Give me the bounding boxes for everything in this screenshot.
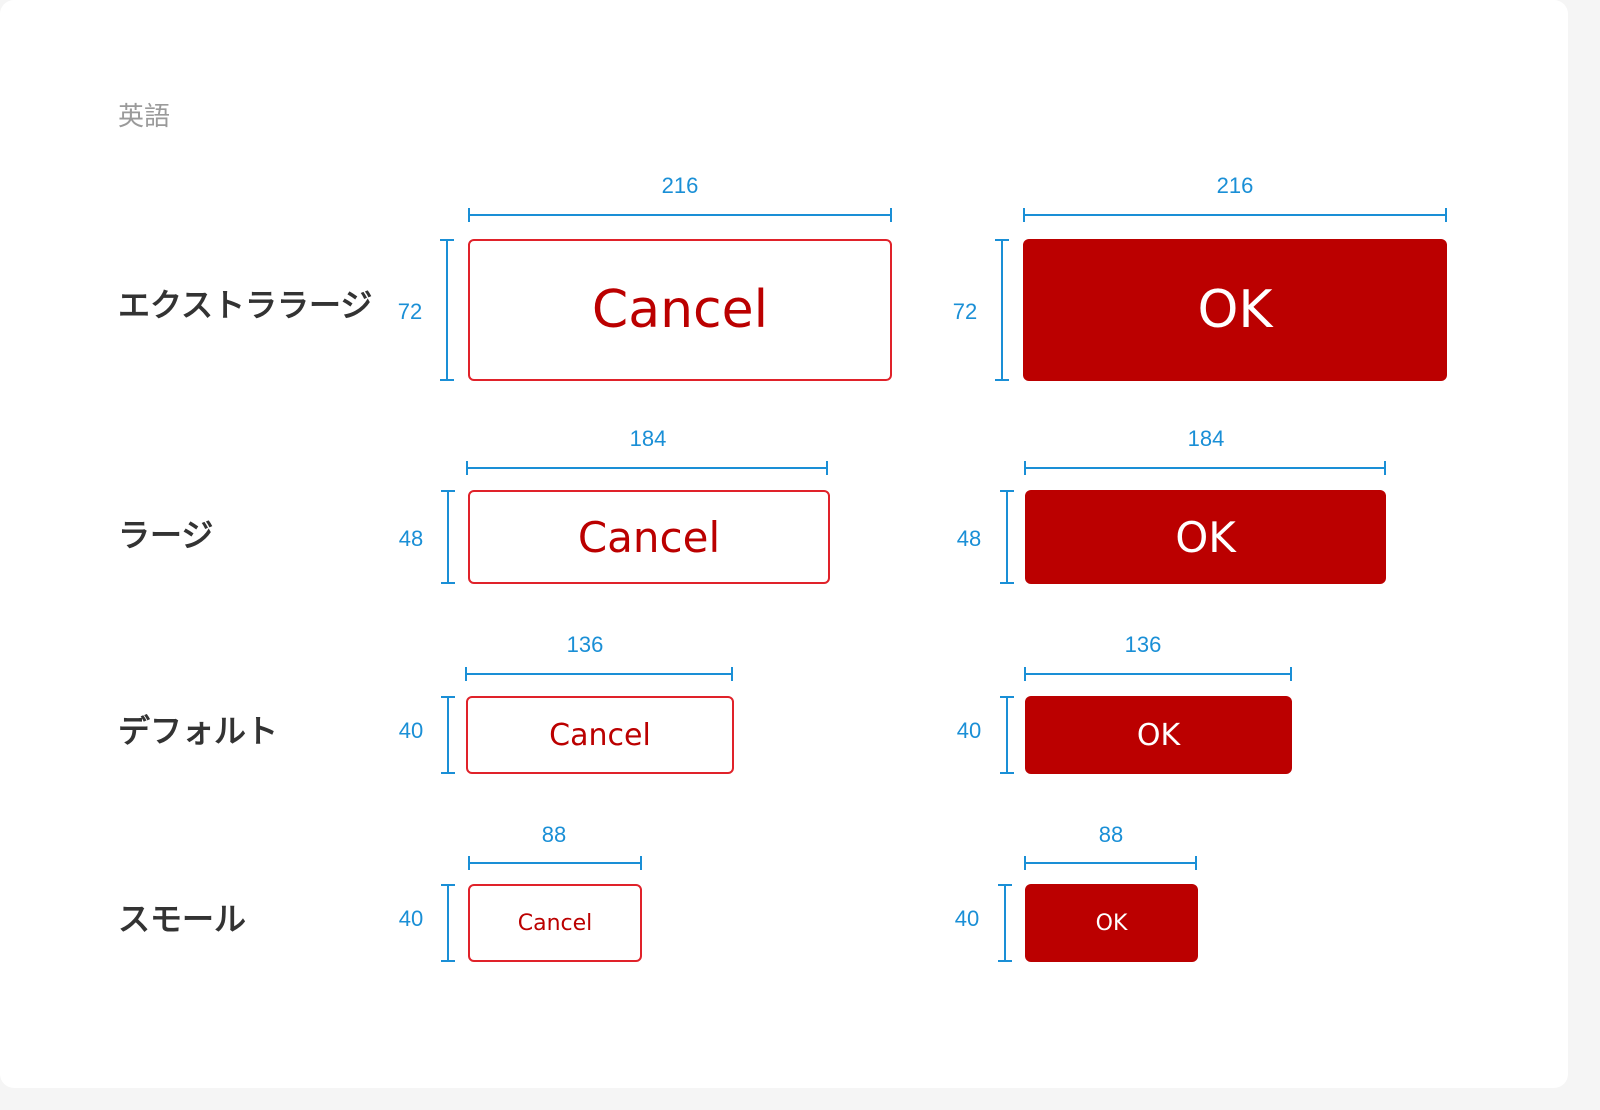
cancel-height-measure-line [441, 884, 455, 962]
row-label-small: スモール [118, 900, 247, 938]
language-label: 英語 [118, 102, 171, 132]
cancel-width-measure-line [465, 667, 733, 681]
row-label-default: デフォルト [118, 712, 279, 750]
ok-width-annotation: 88 [1098, 822, 1124, 847]
ok-height-annotation: 40 [954, 906, 980, 931]
ok-width-annotation: 216 [1216, 173, 1254, 198]
ok-width-measure-line [1024, 856, 1197, 870]
cancel-width-annotation: 88 [541, 822, 567, 847]
cancel-width-annotation: 136 [566, 632, 604, 657]
ok-height-measure-line [1000, 490, 1014, 584]
cancel-button-default[interactable]: Cancel [466, 696, 734, 774]
ok-width-measure-line [1024, 461, 1386, 475]
cancel-height-annotation: 40 [398, 906, 424, 931]
cancel-width-measure-line [468, 856, 642, 870]
cancel-button-label: Cancel [577, 512, 721, 562]
ok-height-annotation: 72 [952, 299, 978, 324]
row-label-large: ラージ [118, 516, 214, 554]
ok-button-label: OK [1197, 280, 1273, 340]
ok-button-label: OK [1095, 910, 1128, 936]
cancel-height-measure-line [440, 239, 454, 381]
ok-height-annotation: 48 [956, 526, 982, 551]
ok-width-annotation: 184 [1187, 426, 1225, 451]
cancel-width-annotation: 216 [661, 173, 699, 198]
cancel-button-large[interactable]: Cancel [468, 490, 830, 584]
cancel-button-small[interactable]: Cancel [468, 884, 642, 962]
ok-button-label: OK [1136, 717, 1181, 753]
cancel-button-label: Cancel [517, 910, 593, 936]
cancel-button-extra-large[interactable]: Cancel [468, 239, 892, 381]
ok-height-measure-line [995, 239, 1009, 381]
cancel-height-annotation: 72 [397, 299, 423, 324]
cancel-width-annotation: 184 [629, 426, 667, 451]
ok-button-default[interactable]: OK [1025, 696, 1292, 774]
ok-button-small[interactable]: OK [1025, 884, 1198, 962]
cancel-height-annotation: 48 [398, 526, 424, 551]
ok-height-measure-line [998, 884, 1012, 962]
ok-button-large[interactable]: OK [1025, 490, 1386, 584]
row-label-extra-large: エクストララージ [118, 286, 373, 324]
cancel-button-label: Cancel [549, 717, 651, 753]
spec-card: 英語 エクストララージ 216 72 Cancel 216 72 OK ラージ … [118, 102, 1447, 962]
ok-button-extra-large[interactable]: OK [1023, 239, 1447, 381]
ok-width-annotation: 136 [1124, 632, 1162, 657]
cancel-button-label: Cancel [591, 280, 769, 340]
cancel-height-measure-line [441, 490, 455, 584]
ok-width-measure-line [1023, 208, 1447, 222]
cancel-width-measure-line [468, 208, 892, 222]
ok-width-measure-line [1024, 667, 1292, 681]
cancel-width-measure-line [466, 461, 828, 475]
cancel-height-measure-line [441, 696, 455, 774]
cancel-height-annotation: 40 [398, 718, 424, 743]
ok-height-annotation: 40 [956, 718, 982, 743]
ok-height-measure-line [1000, 696, 1014, 774]
ok-button-label: OK [1175, 512, 1236, 562]
